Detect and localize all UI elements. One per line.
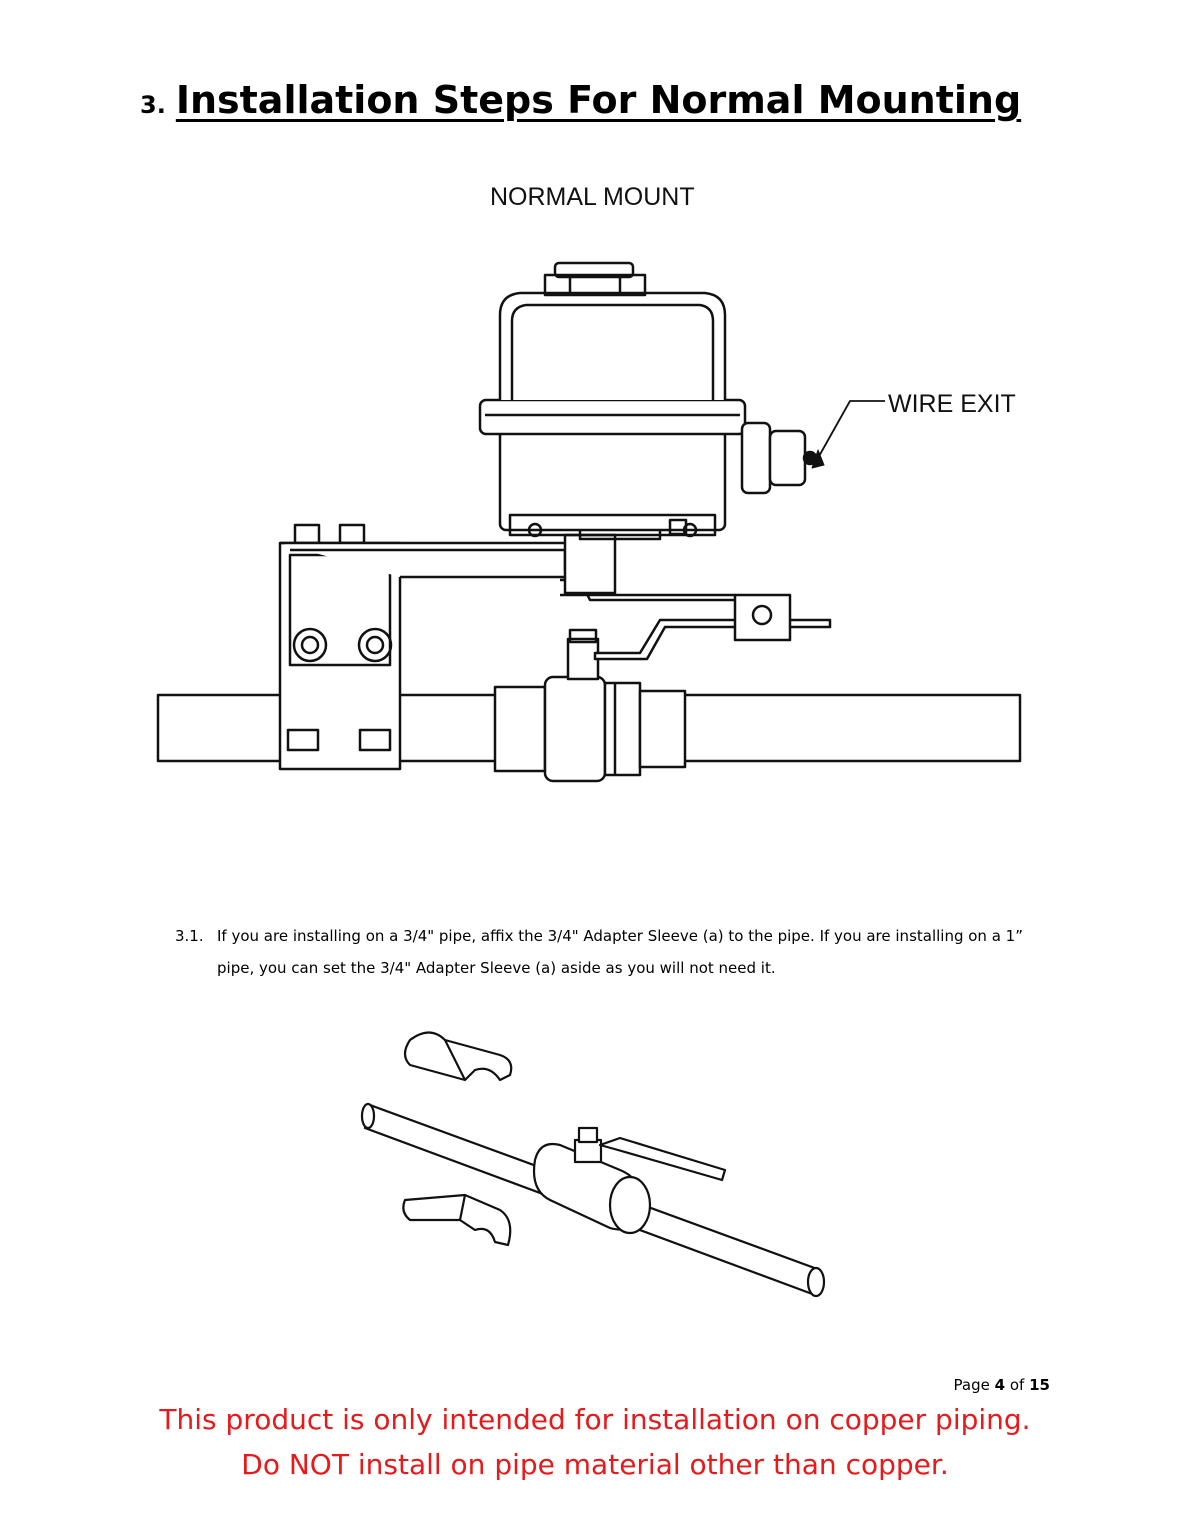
step-number: 3.1. bbox=[175, 927, 204, 945]
valve-body bbox=[543, 675, 607, 783]
figure-title: NORMAL MOUNT bbox=[490, 183, 695, 211]
step-text: If you are installing on a 3/4" pipe, af… bbox=[217, 927, 1023, 977]
section-title: Installation Steps For Normal Mounting bbox=[175, 78, 1022, 122]
adapter-sleeve-half-top bbox=[403, 1031, 513, 1082]
valve-sleeve-left bbox=[493, 685, 547, 773]
wire-exit-label: WIRE EXIT bbox=[888, 390, 1016, 418]
warning-line-1: This product is only intended for instal… bbox=[159, 1403, 1031, 1436]
adapter-sleeve-drawing bbox=[360, 1031, 826, 1298]
page-total: 15 bbox=[1029, 1376, 1050, 1394]
adapter-sleeve-figure bbox=[350, 1020, 840, 1320]
wire-exit-leader bbox=[817, 400, 885, 459]
wire-exit-gland bbox=[740, 421, 772, 495]
warning-line-2: Do NOT install on pipe material other th… bbox=[241, 1448, 949, 1481]
valve-handle bbox=[593, 618, 832, 661]
adapter-sleeve-half-bottom bbox=[402, 1193, 512, 1247]
normal-mount-figure: NORMAL MOUNT WIRE EXIT bbox=[150, 175, 1040, 795]
page-number: Page 4 of 15 bbox=[953, 1376, 1050, 1394]
step-3-1: 3.1. If you are installing on a 3/4" pip… bbox=[175, 920, 1055, 984]
valve-lever bbox=[598, 1136, 727, 1182]
page-current: 4 bbox=[994, 1376, 1006, 1394]
section-heading: 3. Installation Steps For Normal Mounting bbox=[140, 78, 1021, 122]
actuator-top-housing bbox=[498, 291, 727, 400]
actuator-flange bbox=[478, 398, 747, 436]
section-number: 3. bbox=[140, 91, 166, 119]
normal-mount-drawing bbox=[156, 261, 1022, 783]
